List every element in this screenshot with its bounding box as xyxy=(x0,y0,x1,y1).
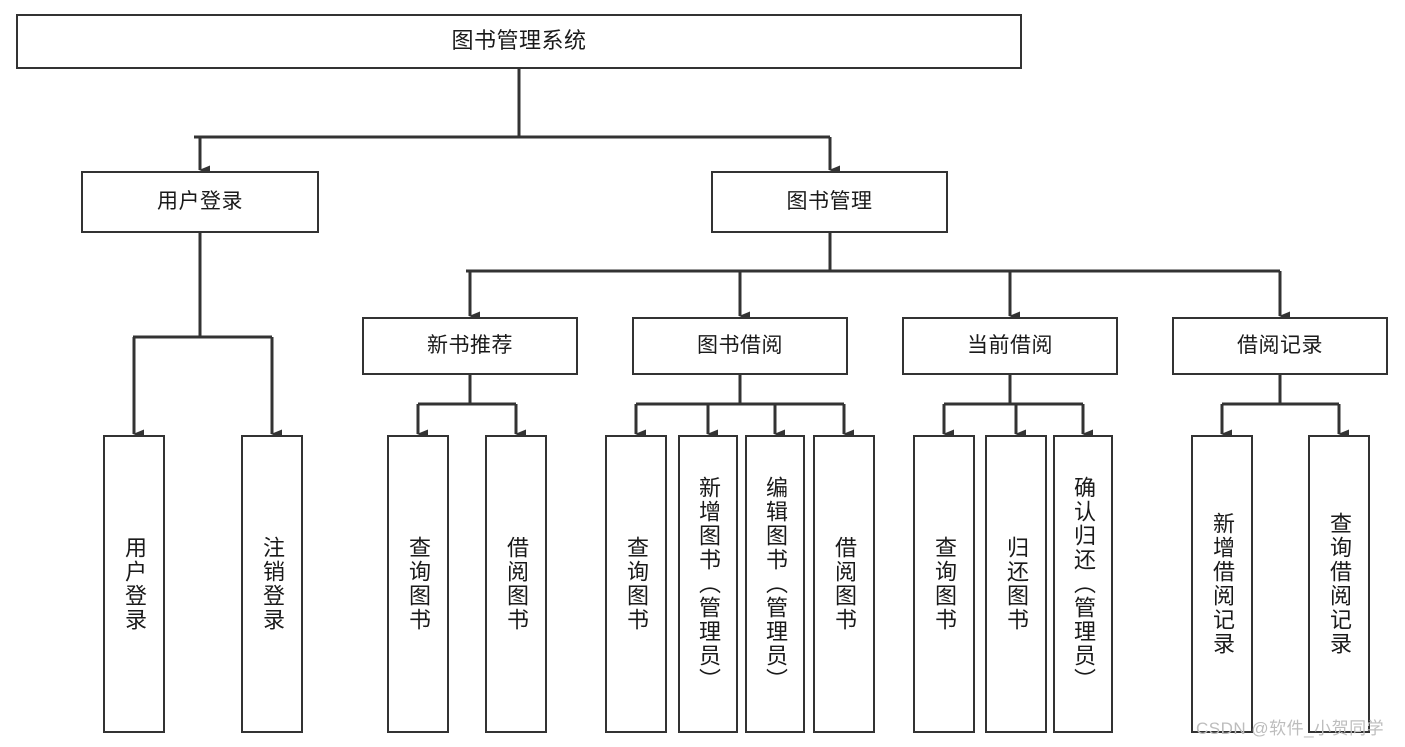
node-label: 图书管理系统 xyxy=(451,28,587,54)
csdn-watermark: CSDN @软件_小贺同学 xyxy=(1196,719,1385,738)
node-leaf-borrow-book-2[interactable]: 借阅图书 xyxy=(813,435,875,733)
node-leaf-return-book[interactable]: 归还图书 xyxy=(985,435,1047,733)
node-label: 图书管理 xyxy=(786,190,873,214)
node-label: 编辑图书（管理员） xyxy=(763,476,788,692)
node-leaf-query-book-2[interactable]: 查询图书 xyxy=(605,435,667,733)
node-book-borrow[interactable]: 图书借阅 xyxy=(632,317,848,375)
node-leaf-query-book-1[interactable]: 查询图书 xyxy=(387,435,449,733)
node-user-login[interactable]: 用户登录 xyxy=(81,171,319,233)
node-borrow-record[interactable]: 借阅记录 xyxy=(1172,317,1388,375)
node-label: 注销登录 xyxy=(260,536,285,632)
node-label: 查询图书 xyxy=(932,536,957,632)
node-label: 用户登录 xyxy=(157,190,243,214)
node-label: 归还图书 xyxy=(1004,536,1029,632)
node-label: 当前借阅 xyxy=(967,334,1053,358)
node-current-borrow[interactable]: 当前借阅 xyxy=(902,317,1118,375)
edge-layer xyxy=(132,69,1349,439)
node-leaf-add-record[interactable]: 新增借阅记录 xyxy=(1191,435,1253,733)
node-root[interactable]: 图书管理系统 xyxy=(16,14,1022,69)
node-leaf-query-book-3[interactable]: 查询图书 xyxy=(913,435,975,733)
node-label: 新增借阅记录 xyxy=(1210,512,1235,656)
node-label: 确认归还（管理员） xyxy=(1071,476,1096,692)
node-label: 借阅图书 xyxy=(832,536,857,632)
node-label: 借阅记录 xyxy=(1237,334,1323,358)
node-leaf-add-book[interactable]: 新增图书（管理员） xyxy=(678,435,738,733)
node-new-book-rec[interactable]: 新书推荐 xyxy=(362,317,578,375)
node-label: 新增图书（管理员） xyxy=(696,476,721,692)
node-leaf-logout[interactable]: 注销登录 xyxy=(241,435,303,733)
node-label: 图书借阅 xyxy=(697,334,783,358)
node-label: 用户登录 xyxy=(122,536,147,632)
node-leaf-confirm-return[interactable]: 确认归还（管理员） xyxy=(1053,435,1113,733)
node-label: 查询图书 xyxy=(624,536,649,632)
node-label: 查询借阅记录 xyxy=(1327,512,1352,656)
node-leaf-edit-book[interactable]: 编辑图书（管理员） xyxy=(745,435,805,733)
node-label: 查询图书 xyxy=(406,536,431,632)
node-book-manage[interactable]: 图书管理 xyxy=(711,171,948,233)
node-leaf-user-login[interactable]: 用户登录 xyxy=(103,435,165,733)
node-label: 新书推荐 xyxy=(427,334,513,358)
node-label: 借阅图书 xyxy=(504,536,529,632)
node-leaf-query-record[interactable]: 查询借阅记录 xyxy=(1308,435,1370,733)
node-leaf-borrow-book-1[interactable]: 借阅图书 xyxy=(485,435,547,733)
